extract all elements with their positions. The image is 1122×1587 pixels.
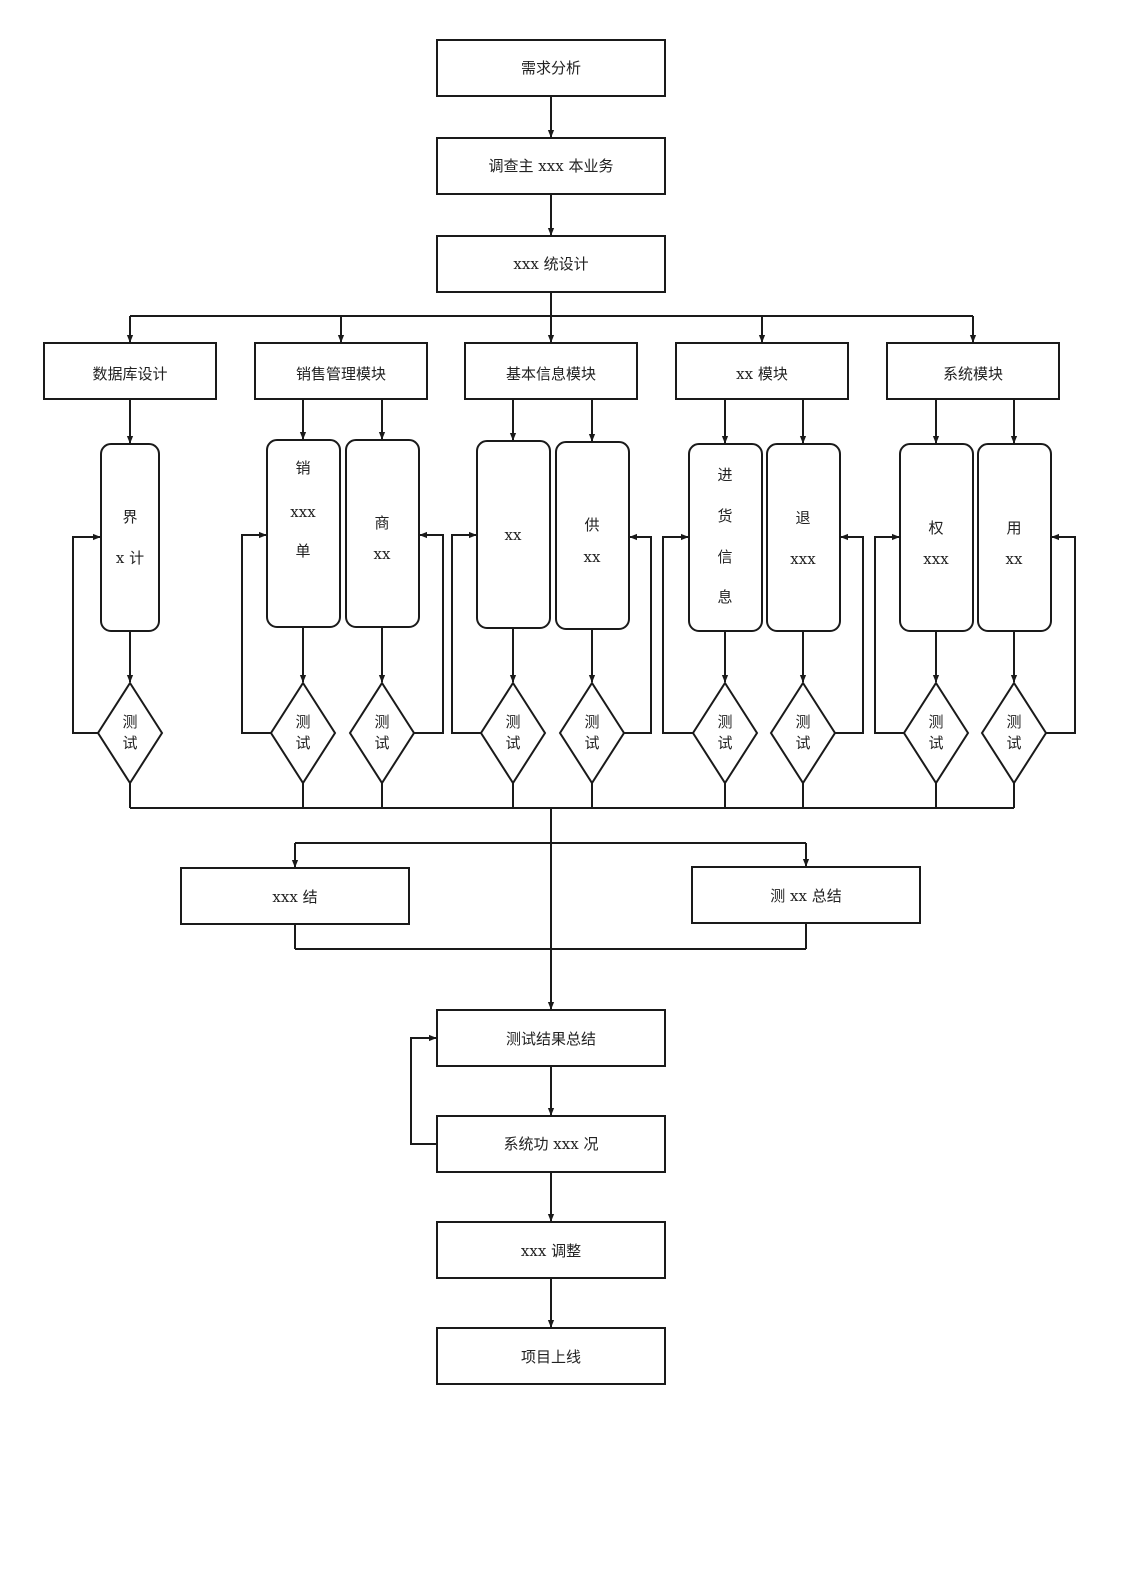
step-requirements-analysis: 需求分析 <box>436 39 666 97</box>
svg-text:测: 测 <box>122 713 137 731</box>
test-diamond-xx: 测 试 <box>479 681 547 785</box>
sub-purchase-info: 进 货 信 息 <box>688 443 763 632</box>
svg-text:测: 测 <box>584 713 599 731</box>
svg-text:界: 界 <box>122 508 137 526</box>
sub-sales-order: 销 xxx 单 <box>266 439 341 628</box>
svg-text:xx: xx <box>505 526 522 544</box>
svg-text:试: 试 <box>374 734 389 752</box>
svg-text:测 xx 总结: 测 xx 总结 <box>770 887 841 905</box>
svg-text:商: 商 <box>374 514 389 532</box>
svg-text:试: 试 <box>295 734 310 752</box>
svg-text:系统功 xxx 况: 系统功 xxx 况 <box>504 1135 599 1153</box>
svg-text:x 计: x 计 <box>116 549 144 567</box>
svg-text:xx: xx <box>584 548 601 566</box>
svg-text:xxx 统设计: xxx 统设计 <box>513 255 588 273</box>
test-diamond-sales-order: 测 试 <box>269 681 337 785</box>
svg-text:调查主 xxx 本业务: 调查主 xxx 本业务 <box>489 157 614 175</box>
svg-text:xx 模块: xx 模块 <box>736 365 788 383</box>
summary-test-xx: 测 xx 总结 <box>691 866 921 924</box>
svg-text:测: 测 <box>374 713 389 731</box>
svg-text:进: 进 <box>717 466 732 484</box>
svg-text:息: 息 <box>717 588 732 606</box>
svg-text:权: 权 <box>928 519 943 537</box>
module-basic-info: 基本信息模块 <box>464 342 638 400</box>
test-diamond-permission: 测 试 <box>902 681 970 785</box>
svg-text:需求分析: 需求分析 <box>521 59 581 77</box>
svg-text:xxx: xxx <box>290 503 316 521</box>
svg-text:供: 供 <box>584 516 599 534</box>
step-function-status: 系统功 xxx 况 <box>436 1115 666 1173</box>
svg-text:项目上线: 项目上线 <box>521 1348 581 1366</box>
svg-text:试: 试 <box>717 734 732 752</box>
svg-text:货: 货 <box>717 507 732 525</box>
svg-text:xxx: xxx <box>923 550 949 568</box>
svg-text:退: 退 <box>795 509 810 527</box>
svg-text:xx: xx <box>374 545 391 563</box>
step-system-design: xxx 统设计 <box>436 235 666 293</box>
svg-text:测: 测 <box>1006 713 1021 731</box>
step-test-result-summary: 测试结果总结 <box>436 1009 666 1067</box>
sub-permission: 权 xxx <box>899 443 974 632</box>
sub-xx: xx <box>476 440 551 629</box>
test-diamond-purchase: 测 试 <box>691 681 759 785</box>
svg-text:销售管理模块: 销售管理模块 <box>296 365 386 383</box>
svg-text:xx: xx <box>1006 550 1023 568</box>
test-diamond-goods: 测 试 <box>348 681 416 785</box>
svg-text:测: 测 <box>928 713 943 731</box>
svg-text:系统模块: 系统模块 <box>943 365 1003 383</box>
svg-text:xxx 结: xxx 结 <box>272 888 317 906</box>
svg-text:测: 测 <box>795 713 810 731</box>
svg-text:xxx: xxx <box>790 550 816 568</box>
svg-text:测: 测 <box>505 713 520 731</box>
svg-text:销: 销 <box>295 459 310 477</box>
svg-text:试: 试 <box>928 734 943 752</box>
svg-text:试: 试 <box>505 734 520 752</box>
step-project-launch: 项目上线 <box>436 1327 666 1385</box>
module-xx: xx 模块 <box>675 342 849 400</box>
module-system: 系统模块 <box>886 342 1060 400</box>
sub-goods: 商 xx <box>345 439 420 628</box>
step-adjustment: xxx 调整 <box>436 1221 666 1279</box>
svg-text:测: 测 <box>295 713 310 731</box>
svg-text:试: 试 <box>584 734 599 752</box>
sub-supplier: 供 xx <box>555 441 630 630</box>
svg-text:测试结果总结: 测试结果总结 <box>506 1030 596 1048</box>
module-sales-management: 销售管理模块 <box>254 342 428 400</box>
svg-text:测: 测 <box>717 713 732 731</box>
svg-text:试: 试 <box>795 734 810 752</box>
svg-text:单: 单 <box>295 542 310 560</box>
test-diamond-supplier: 测 试 <box>558 681 626 785</box>
svg-text:xxx 调整: xxx 调整 <box>521 1242 581 1260</box>
test-diamond-interface: 测 试 <box>96 681 164 785</box>
svg-text:试: 试 <box>1006 734 1021 752</box>
svg-text:信: 信 <box>717 548 732 566</box>
test-diamond-user: 测 试 <box>980 681 1048 785</box>
svg-text:数据库设计: 数据库设计 <box>92 365 167 383</box>
svg-text:基本信息模块: 基本信息模块 <box>506 365 596 383</box>
svg-text:试: 试 <box>122 734 137 752</box>
summary-left: xxx 结 <box>180 867 410 925</box>
svg-text:用: 用 <box>1006 519 1021 537</box>
sub-interface-design: 界 x 计 <box>100 443 160 632</box>
module-database-design: 数据库设计 <box>43 342 217 400</box>
sub-user: 用 xx <box>977 443 1052 632</box>
sub-return: 退 xxx <box>766 443 841 632</box>
test-diamond-return: 测 试 <box>769 681 837 785</box>
step-business-survey: 调查主 xxx 本业务 <box>436 137 666 195</box>
